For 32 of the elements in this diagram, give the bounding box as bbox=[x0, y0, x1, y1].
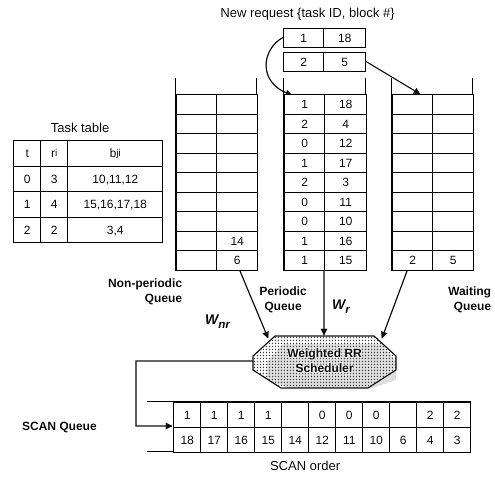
task-id: 1 bbox=[284, 94, 326, 115]
block-number: 5 bbox=[432, 250, 474, 271]
block-number: 3 bbox=[443, 427, 472, 454]
queue-label: Non-periodic Queue bbox=[107, 276, 182, 306]
scheduler-label: Weighted RR Scheduler bbox=[286, 346, 363, 376]
task-id: 2 bbox=[392, 250, 434, 271]
table-value: 3,4 bbox=[67, 216, 164, 244]
table-title: Task table bbox=[50, 120, 110, 135]
task-id: 1 bbox=[283, 28, 324, 48]
caption-text: SCAN order bbox=[268, 458, 342, 473]
task-id: 1 bbox=[284, 250, 326, 271]
queue-label: Periodic Queue bbox=[258, 284, 308, 314]
queue-label: SCAN Queue bbox=[22, 419, 98, 434]
task-id: 1 bbox=[173, 402, 202, 428]
arrow bbox=[266, 36, 293, 96]
arrow bbox=[239, 270, 269, 339]
arrow bbox=[320, 270, 328, 336]
block-number: 18 bbox=[323, 28, 366, 48]
block-number: 6 bbox=[216, 250, 258, 271]
queue-label: Waiting Queue bbox=[447, 284, 491, 314]
task-id: 2 bbox=[283, 52, 324, 72]
arrow bbox=[366, 60, 421, 95]
column-header: t bbox=[13, 140, 42, 167]
arrow bbox=[380, 270, 408, 339]
block-number: 18 bbox=[173, 427, 202, 454]
block-number: 18 bbox=[324, 94, 368, 115]
task-id: 2 bbox=[443, 402, 472, 428]
table-value: 2 bbox=[13, 216, 42, 244]
arrow bbox=[135, 360, 253, 430]
block-number: 15 bbox=[324, 250, 368, 271]
block-number: 5 bbox=[323, 52, 366, 72]
heading-text: New request {task ID, block #} bbox=[219, 5, 396, 20]
